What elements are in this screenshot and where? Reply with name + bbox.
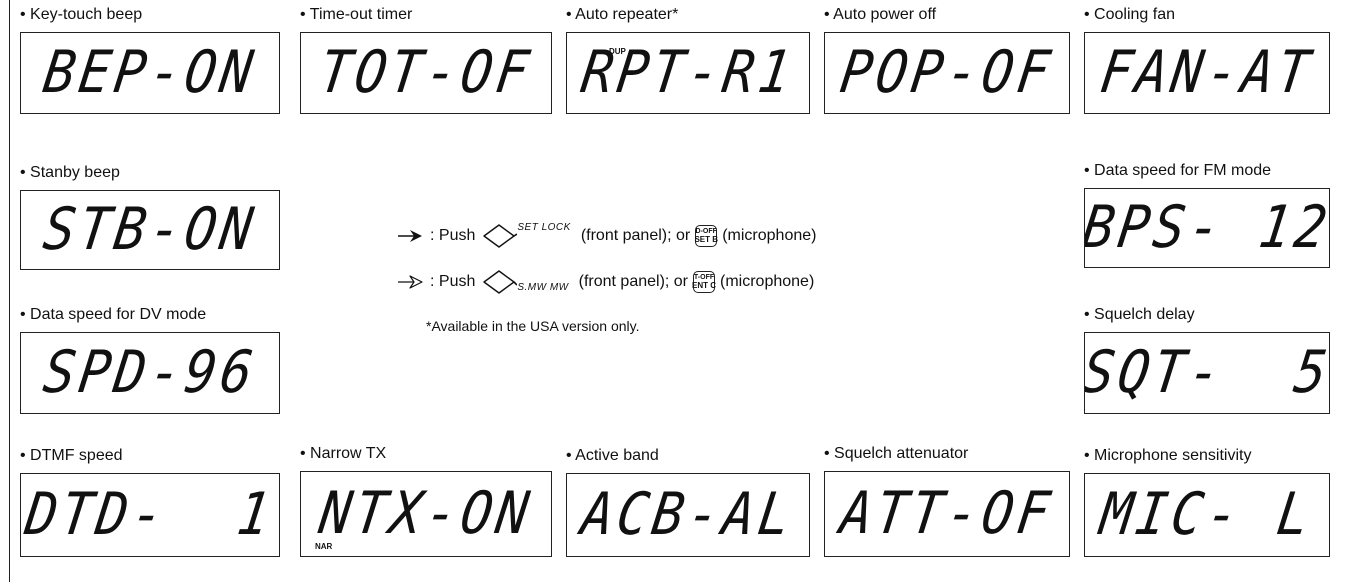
left-border-line	[9, 0, 10, 582]
front-panel-key-icon	[483, 270, 518, 294]
lcd-text: SPD-96	[39, 339, 261, 407]
microphone-text: (microphone)	[720, 273, 815, 290]
lcd-text: POP-OF	[836, 39, 1058, 107]
key-label-mw: S.MW MW	[517, 281, 569, 293]
lcd-text: DTD- 1	[21, 481, 279, 549]
item-label: Data speed for DV mode	[20, 306, 206, 324]
microphone-text: (microphone)	[722, 227, 817, 244]
item-label: Time-out timer	[300, 6, 413, 24]
item-label: Key-touch beep	[20, 6, 142, 24]
lcd-text: BPS- 12	[1084, 194, 1330, 262]
footnote: *Available in the USA version only.	[426, 318, 640, 334]
item-label: DTMF speed	[20, 447, 122, 465]
dup-indicator: DUP	[609, 47, 626, 56]
lcd-display: BEP-ON	[20, 32, 280, 114]
front-panel-text: (front panel); or	[580, 227, 691, 244]
lcd-text: ATT-OF	[836, 480, 1058, 548]
item-label: Data speed for FM mode	[1084, 162, 1271, 180]
lcd-text: STB-ON	[39, 196, 261, 264]
lcd-display: STB-ON	[20, 190, 280, 270]
mic-key-bottom: SET B	[694, 235, 718, 244]
outline-arrow-icon	[398, 275, 423, 289]
lcd-display: SQT- 5	[1084, 332, 1330, 414]
lcd-text: ACB-AL	[577, 481, 799, 549]
lcd-display: FAN-AT	[1084, 32, 1330, 114]
item-label: Active band	[566, 447, 659, 465]
microphone-key-icon: T-OFF ENT C	[692, 271, 717, 293]
item-label: Microphone sensitivity	[1084, 447, 1251, 465]
nar-indicator: NAR	[315, 542, 333, 551]
filled-arrow-icon	[398, 230, 422, 242]
lcd-display: MIC- L	[1084, 473, 1330, 557]
lcd-text: MIC- L	[1096, 481, 1318, 549]
lcd-display: ACB-AL	[566, 473, 810, 557]
item-label: Stanby beep	[20, 164, 120, 182]
item-label: Squelch delay	[1084, 306, 1195, 324]
mic-key-top: D-OFF	[695, 228, 717, 235]
front-panel-text: (front panel); or	[578, 273, 689, 290]
microphone-key-icon: D-OFF SET B	[694, 225, 718, 247]
lcd-display: TOT-OF	[300, 32, 552, 114]
legend-row-set-lock: : Push SET LOCK (front panel); or D-OFF …	[396, 222, 816, 250]
lcd-text: TOT-OF	[315, 39, 537, 107]
item-label: Squelch attenuator	[824, 445, 968, 463]
lcd-display: ATT-OF	[824, 471, 1070, 557]
lcd-display: NAR NTX-ON	[300, 471, 552, 557]
push-text: : Push	[430, 273, 476, 290]
lcd-text: BEP-ON	[39, 39, 261, 107]
item-label: Cooling fan	[1084, 6, 1175, 24]
lcd-text: RPT-R1	[577, 39, 799, 107]
lcd-display: DUP RPT-R1	[566, 32, 810, 114]
item-label: Narrow TX	[300, 445, 386, 463]
lcd-text: SQT- 5	[1084, 339, 1330, 407]
item-label: Auto repeater*	[566, 6, 678, 24]
lcd-display: SPD-96	[20, 332, 280, 414]
mic-key-top: T-OFF	[693, 274, 715, 281]
push-text: : Push	[430, 227, 476, 244]
lcd-display: POP-OF	[824, 32, 1070, 114]
lcd-display: BPS- 12	[1084, 188, 1330, 268]
item-label: Auto power off	[824, 6, 936, 24]
front-panel-key-icon	[483, 224, 518, 248]
mic-key-bottom: ENT C	[692, 281, 717, 290]
lcd-text: NTX-ON	[315, 480, 537, 548]
lcd-display: DTD- 1	[20, 473, 280, 557]
lcd-text: FAN-AT	[1096, 39, 1318, 107]
key-label-set-lock: SET LOCK	[517, 221, 571, 233]
legend-row-mw: : Push S.MW MW (front panel); or T-OFF E…	[396, 268, 814, 296]
